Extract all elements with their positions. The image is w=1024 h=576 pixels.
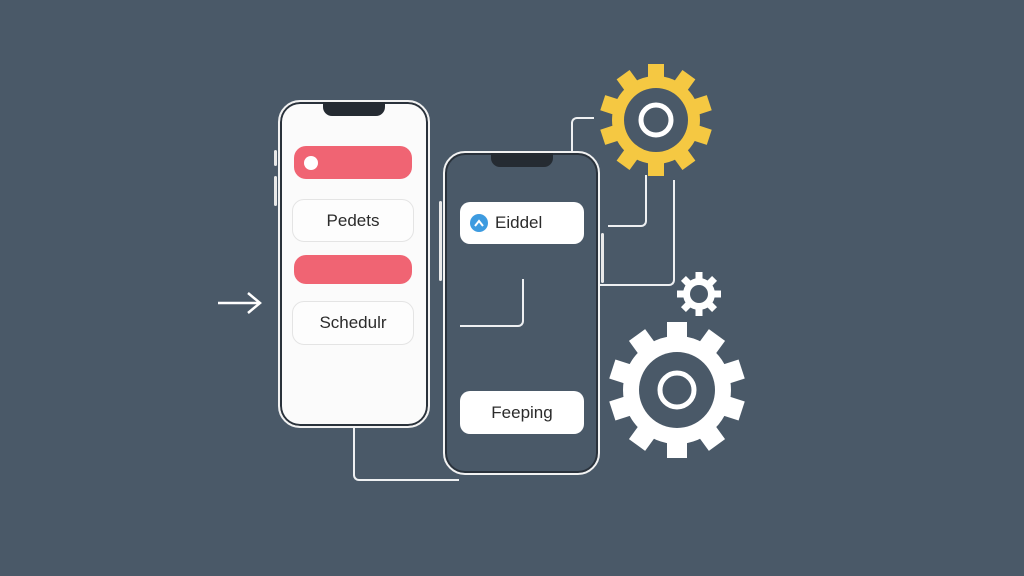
left-phone: Pedets Schedulr — [274, 100, 430, 428]
feeping-card[interactable]: Feeping — [460, 391, 584, 434]
chevron-up-badge-icon — [470, 214, 488, 232]
gear-icon-small — [677, 272, 721, 316]
side-button — [274, 150, 277, 166]
connector-top-to-yellow-gear — [571, 117, 594, 154]
gear-icon-large — [609, 322, 745, 458]
phone-notch — [323, 102, 385, 116]
connector-yellow-gear-inner — [608, 175, 647, 227]
red-pill[interactable] — [294, 255, 412, 284]
card-label: Pedets — [326, 210, 380, 230]
card-label: Eiddel — [495, 213, 543, 232]
pedets-card[interactable]: Pedets — [292, 199, 414, 242]
right-phone: Eiddel Feeping — [439, 151, 604, 475]
side-button — [274, 176, 277, 206]
connector-left-phone-bottom — [353, 428, 459, 481]
inner-connector — [460, 279, 524, 327]
schedule-card[interactable]: Schedulr — [292, 301, 414, 345]
arrow-right-icon — [218, 292, 262, 314]
card-label: Schedulr — [319, 313, 387, 332]
gear-icon-yellow — [600, 64, 712, 176]
phone-notch — [490, 153, 553, 167]
toggle-dot — [304, 155, 318, 170]
red-toggle-pill[interactable] — [294, 146, 412, 179]
connector-yellow-gear-outer — [600, 180, 675, 286]
card-label: Feeping — [491, 402, 553, 422]
side-button — [601, 233, 604, 283]
eiddel-card[interactable]: Eiddel — [460, 202, 584, 244]
side-button — [439, 201, 442, 281]
